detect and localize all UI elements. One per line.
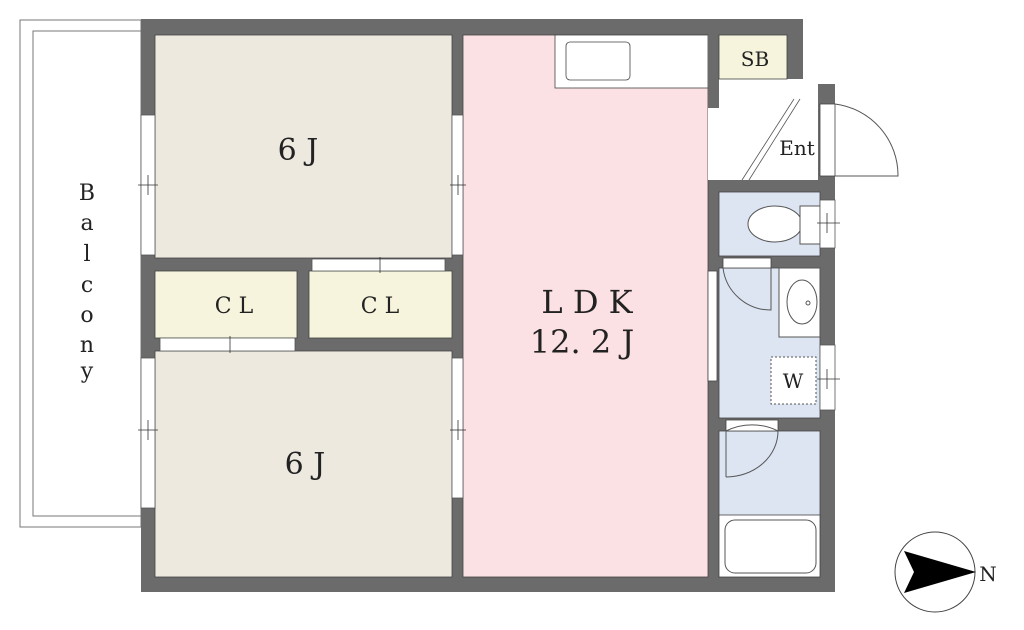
entry-door-swing — [834, 103, 899, 177]
balcony-letter: n — [80, 333, 94, 358]
bedroom-bottom — [154, 350, 453, 578]
bathtub — [724, 519, 817, 574]
compass-label: N — [979, 562, 997, 586]
balcony-letter: o — [80, 303, 93, 328]
closet-left-label: C L — [215, 294, 254, 319]
ldk-label: L D K — [541, 283, 633, 321]
entrance-label: Ent — [779, 136, 815, 160]
balcony-letter: c — [81, 273, 93, 298]
toilet-icon — [747, 205, 821, 245]
compass-north-arrow-icon: N — [894, 531, 997, 613]
shoe-box-label: SB — [741, 47, 769, 71]
balcony-letter: a — [80, 211, 93, 236]
ldk-size: 12. 2 J — [530, 323, 634, 361]
entrance — [708, 79, 818, 180]
closet-right-label: C L — [361, 294, 400, 319]
balcony-letter: B — [79, 181, 95, 206]
kitchen-sink — [565, 41, 631, 81]
shoe-box — [718, 34, 788, 80]
bedroom-top — [154, 34, 453, 259]
balcony-letter: y — [80, 359, 94, 384]
balcony: B a l c o n y — [19, 19, 142, 528]
bedroom-bottom-label: 6 J — [285, 447, 326, 482]
ldk — [462, 34, 709, 578]
balcony-letter: l — [83, 242, 90, 267]
closet-left — [154, 270, 298, 339]
washer-label: W — [783, 369, 804, 393]
bedroom-top-label: 6 J — [278, 133, 319, 168]
